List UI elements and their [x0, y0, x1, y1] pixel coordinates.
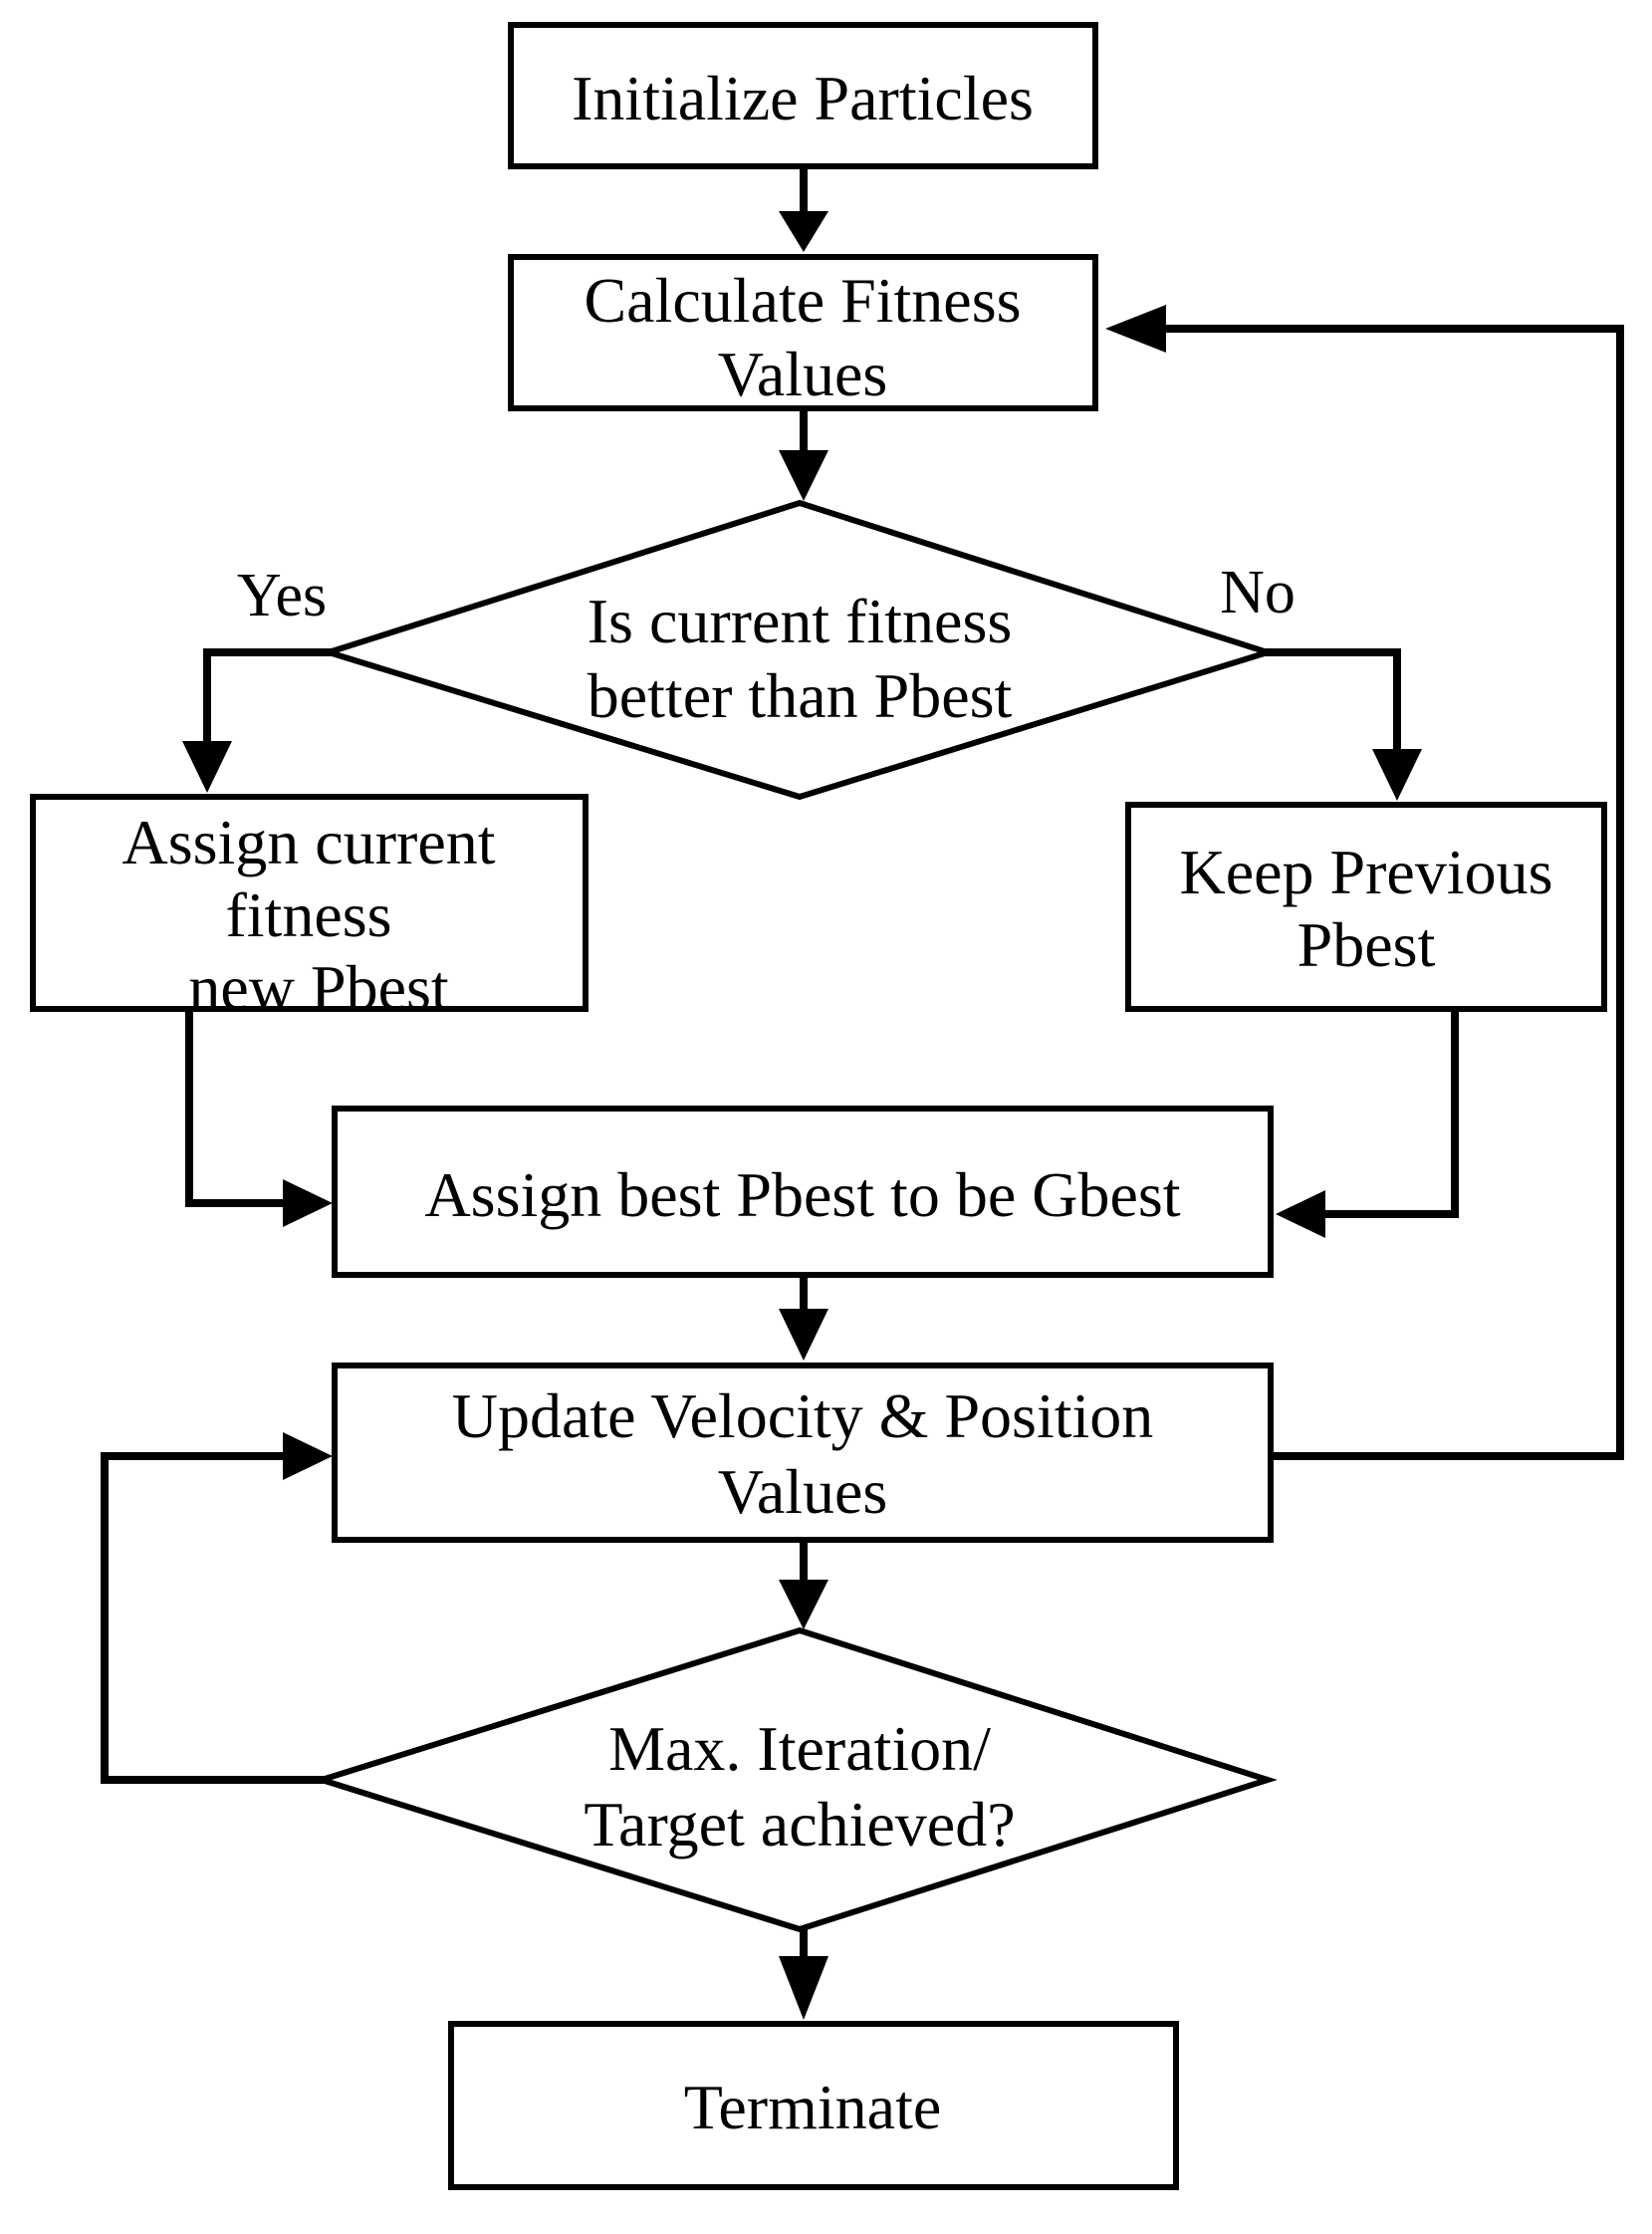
- arrowhead-right: [283, 1179, 333, 1227]
- node-label: fitness: [225, 879, 391, 950]
- arrowhead-down: [779, 1580, 828, 1629]
- branch-label-no: No: [1220, 559, 1296, 626]
- edge-assign-current-to-gbest: [185, 1005, 293, 1207]
- node-label: Is current fitness: [588, 586, 1013, 656]
- arrowhead-down: [779, 450, 828, 501]
- node-label: Pbest: [1298, 909, 1436, 980]
- arrowheads: [182, 211, 1422, 2020]
- node-label: Values: [718, 339, 888, 409]
- node-label: Target achieved?: [584, 1789, 1015, 1860]
- arrowhead-left: [1105, 305, 1166, 353]
- node-label: Assign current: [121, 807, 495, 877]
- process-box: [30, 794, 589, 1012]
- node-assign-gbest: Assign best Pbest to be Gbest: [332, 1106, 1274, 1278]
- arrowhead-left: [1276, 1190, 1325, 1238]
- branch-label-yes: Yes: [237, 562, 327, 629]
- edge-decision-stop-loop-to-update: [101, 1452, 326, 1784]
- node-label: Terminate: [684, 2072, 942, 2142]
- node-label: Values: [718, 1456, 888, 1527]
- arrowhead-down: [182, 741, 232, 793]
- arrowhead-down: [779, 1956, 828, 2020]
- node-assign-current: Assign current fitness new Pbest: [30, 794, 589, 1023]
- arrowhead-down: [779, 1309, 828, 1361]
- decision-diamond: [318, 499, 1279, 801]
- process-box: [508, 254, 1098, 411]
- node-calculate: Calculate Fitness Values: [508, 254, 1098, 411]
- node-update: Update Velocity & Position Values: [332, 1363, 1274, 1543]
- connectors: [101, 162, 1624, 1966]
- arrowhead-down: [1372, 749, 1422, 801]
- edge-decision-yes-to-assign-current: [203, 648, 333, 751]
- terminal-box: [448, 2021, 1179, 2190]
- node-decision-stop: Max. Iteration/ Target achieved?: [311, 1626, 1278, 1933]
- decision-diamond: [311, 1626, 1278, 1933]
- node-label: Keep Previous: [1179, 837, 1552, 907]
- edge-keep-previous-to-gbest: [1315, 1005, 1459, 1218]
- node-initialize: Initialize Particles: [508, 22, 1098, 169]
- process-box: [332, 1106, 1274, 1278]
- process-box: [332, 1363, 1274, 1543]
- edge-update-loop-to-calculate: [1156, 325, 1624, 1460]
- node-keep-previous: Keep Previous Pbest: [1125, 802, 1607, 1012]
- arrowhead-down: [779, 211, 828, 252]
- node-label: better than Pbest: [588, 660, 1013, 731]
- node-label: Calculate Fitness: [584, 265, 1021, 336]
- arrowhead-right: [283, 1432, 333, 1480]
- node-terminate: Terminate: [448, 2021, 1179, 2190]
- edge-decision-no-to-keep-previous: [1264, 648, 1401, 759]
- node-label: Assign best Pbest to be Gbest: [424, 1159, 1180, 1230]
- node-label: Initialize Particles: [572, 63, 1034, 133]
- node-label: new Pbest: [188, 952, 449, 1023]
- node-label: Update Velocity & Position: [452, 1380, 1154, 1451]
- node-label: Max. Iteration/: [608, 1713, 991, 1784]
- process-box: [1125, 802, 1607, 1012]
- node-decision-pbest: Is current fitness better than Pbest: [318, 499, 1279, 801]
- process-box: [508, 22, 1098, 169]
